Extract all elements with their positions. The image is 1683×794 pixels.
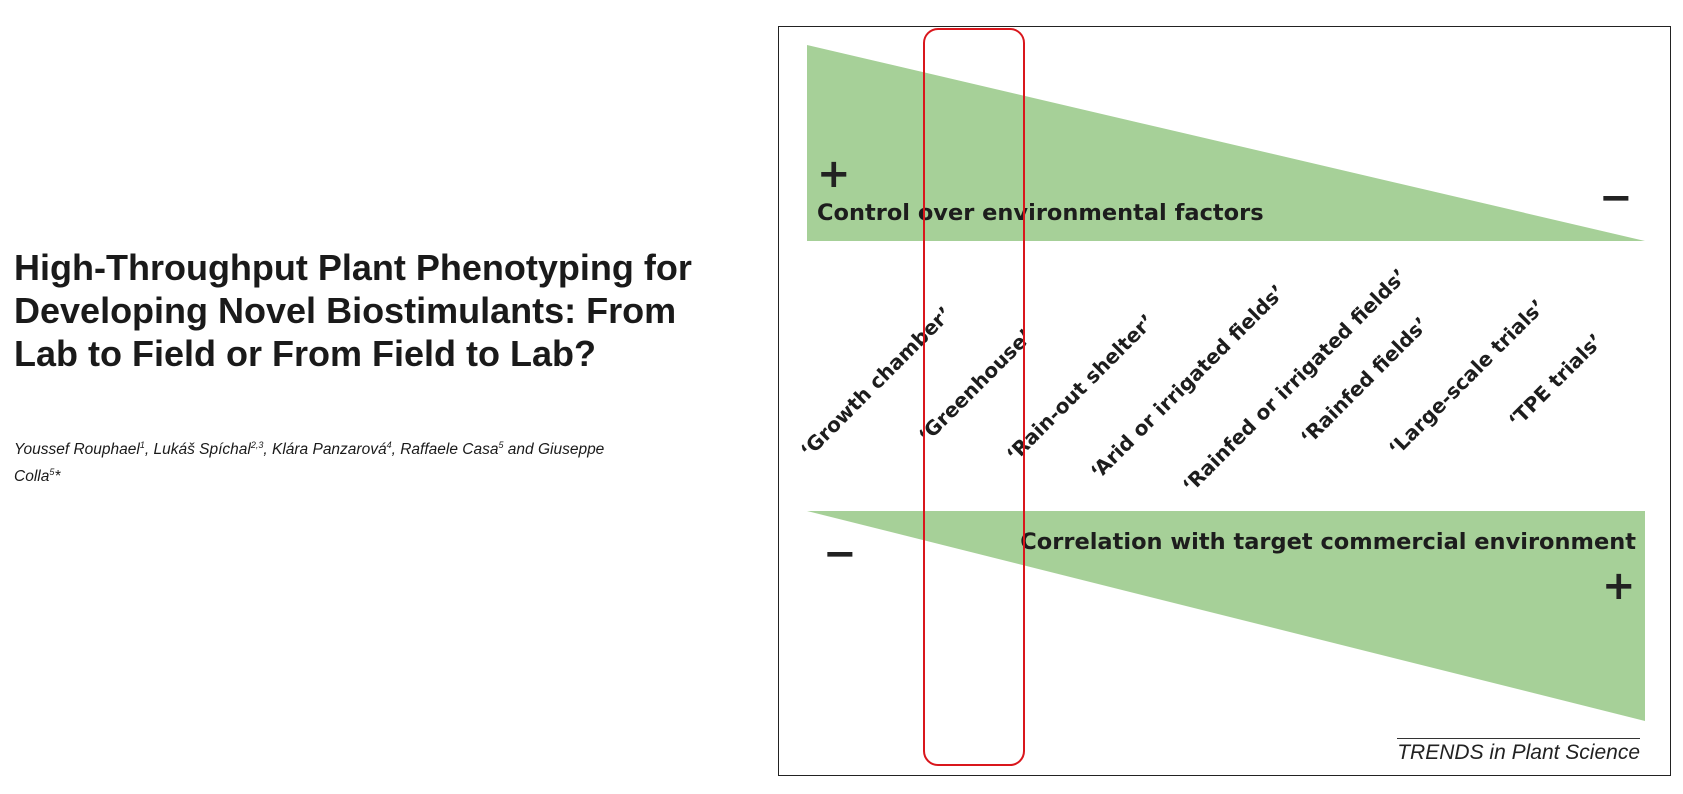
environment-labels: ‘Growth chamber’‘Greenhouse’‘Rain-out sh… — [796, 264, 1608, 498]
greenhouse-highlight-box — [923, 28, 1025, 766]
author-separator: , — [263, 441, 272, 458]
top-minus-sign: − — [1599, 175, 1633, 221]
top-plus-sign: + — [817, 151, 851, 197]
bottom-minus-sign: − — [823, 531, 857, 577]
author-separator: , — [144, 441, 154, 458]
author-separator: and — [503, 441, 538, 458]
control-label: Control over environmental factors — [817, 200, 1264, 226]
figure-credit: TRENDS in Plant Science — [1397, 738, 1640, 765]
author-affiliation: 1 — [139, 440, 145, 450]
bottom-plus-sign: + — [1602, 563, 1636, 609]
author-list: Youssef Rouphael1, Lukáš Spíchal2,3, Klá… — [14, 434, 634, 488]
author-name: Youssef Rouphael — [14, 441, 140, 458]
figure-diagram: + − Control over environmental factors C… — [796, 28, 1645, 766]
author-affiliation: 2,3 — [250, 440, 264, 450]
author-affiliation: 5 — [49, 467, 55, 477]
correlation-wedge — [807, 511, 1645, 721]
figure-panel: + − Control over environmental factors C… — [778, 26, 1671, 776]
author-name: Raffaele Casa — [400, 441, 499, 458]
environment-label: ‘TPE trials’ — [1504, 329, 1608, 433]
control-wedge — [807, 45, 1645, 241]
environment-label: ‘Arid or irrigated fields’ — [1086, 280, 1290, 484]
author-affiliation: 5 — [498, 440, 504, 450]
author-name: Giuseppe Colla — [14, 441, 605, 485]
author-separator: , — [391, 441, 401, 458]
author-separator: * — [54, 468, 61, 485]
correlation-label: Correlation with target commercial envir… — [1020, 529, 1636, 555]
author-name: Klára Panzarová — [271, 441, 387, 458]
article-title: High-Throughput Plant Phenotyping for De… — [14, 247, 692, 374]
author-affiliation: 4 — [386, 440, 392, 450]
author-name: Lukáš Spíchal — [153, 441, 251, 458]
